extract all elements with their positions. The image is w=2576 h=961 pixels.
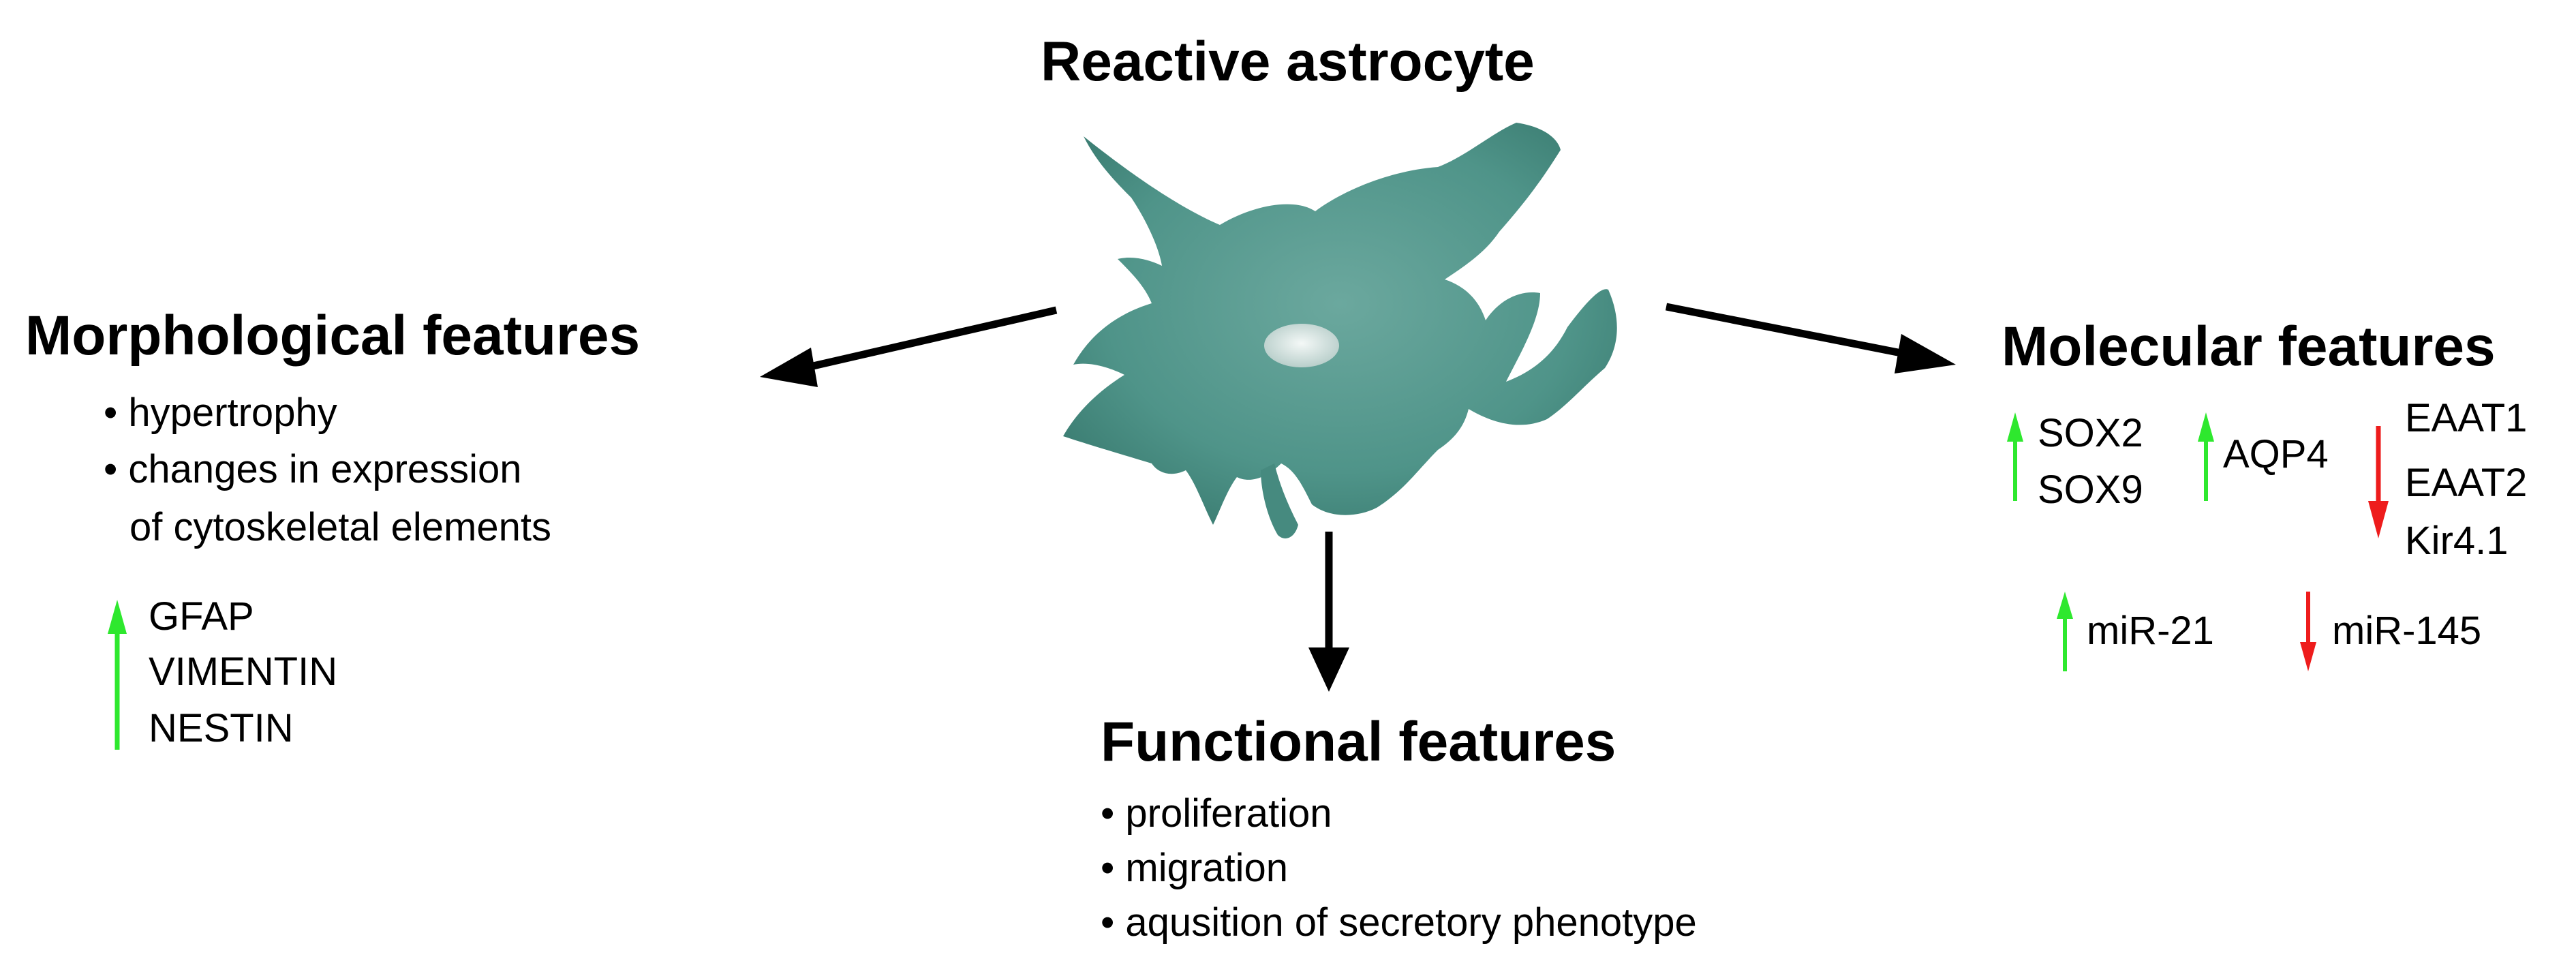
astrocyte-process-lower xyxy=(1261,463,1298,538)
connector-arrows xyxy=(760,303,1956,692)
molecular-label: Kir4.1 xyxy=(2405,519,2509,563)
morphological-bullet: • hypertrophy xyxy=(104,391,337,435)
astrocyte-cell xyxy=(1063,123,1617,538)
molecular-label: SOX9 xyxy=(2038,468,2143,512)
molecular-label: AQP4 xyxy=(2223,432,2329,476)
functional-bullet: • aqusition of secretory phenotype xyxy=(1101,900,1697,945)
morphological-heading: Morphological features xyxy=(25,305,641,367)
arrow-to-functional xyxy=(1308,532,1349,692)
morphological-bullet: • changes in expression xyxy=(104,447,522,491)
astrocyte-body xyxy=(1063,123,1617,525)
red-down-arrow-icon xyxy=(2368,426,2389,538)
molecular-label: EAAT1 xyxy=(2405,396,2528,440)
molecular-label: EAAT2 xyxy=(2405,461,2528,505)
morphological-bullet: of cytoskeletal elements xyxy=(129,505,551,549)
red-down-arrow-icon xyxy=(2300,592,2316,671)
molecular-label: SOX2 xyxy=(2038,411,2143,455)
arrow-to-morphological xyxy=(760,306,1058,387)
functional-bullet: • migration xyxy=(1101,846,1288,890)
marker-label: VIMENTIN xyxy=(149,650,338,694)
green-up-arrow-icon xyxy=(2007,412,2023,501)
arrow-to-molecular xyxy=(1665,303,1956,373)
diagram-title: Reactive astrocyte xyxy=(1041,31,1535,93)
mirna-label: miR-21 xyxy=(2087,609,2214,653)
nucleus xyxy=(1264,324,1339,367)
green-up-arrow-icon xyxy=(2057,592,2073,671)
functional-bullet: • proliferation xyxy=(1101,791,1332,836)
regulation-arrows xyxy=(108,412,2389,750)
green-up-arrow-icon xyxy=(2198,412,2214,501)
functional-heading: Functional features xyxy=(1101,711,1616,773)
molecular-heading: Molecular features xyxy=(2002,316,2496,378)
marker-label: NESTIN xyxy=(149,706,294,750)
mirna-label: miR-145 xyxy=(2332,609,2482,653)
green-up-arrow-icon xyxy=(108,600,127,750)
marker-label: GFAP xyxy=(149,594,254,639)
